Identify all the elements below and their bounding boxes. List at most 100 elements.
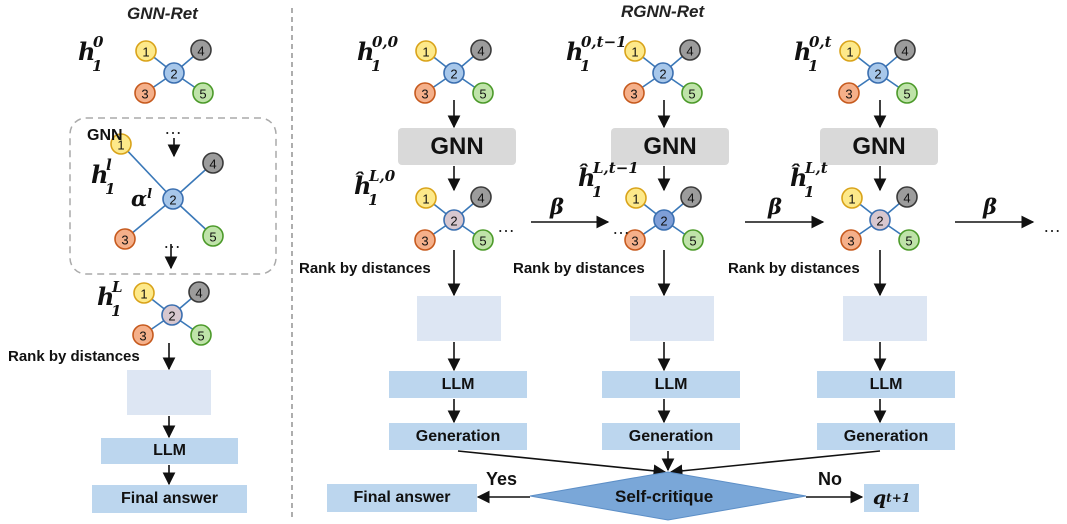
col3-generation-box: Generation	[817, 423, 955, 450]
left-graph-l-node-5	[202, 225, 224, 247]
left-title: GNN-Ret	[127, 4, 198, 23]
col1-graph-gnn-node-2-label: 2	[450, 214, 457, 229]
alpha-label: αl	[131, 186, 153, 211]
col3-to-critique	[669, 450, 881, 478]
gnn-region	[69, 117, 277, 275]
col2-graph-gnn-node-4-label: 4	[687, 191, 694, 206]
left-graph-l-node-2-label: 2	[169, 193, 176, 208]
self-critique-diamond	[529, 471, 807, 521]
left-graph-l-node-1-label: 1	[117, 138, 124, 153]
self-critique-label: Self-critique	[615, 487, 714, 506]
col1-graph-gnn-node-3	[414, 229, 436, 251]
col1-graph-input-node-5	[472, 82, 494, 104]
col3-llm-box: LLM	[817, 371, 955, 398]
col3-graph-input-node-1	[839, 40, 861, 62]
no-label: No	[818, 469, 842, 489]
col2-graph-gnn-node-1	[625, 187, 647, 209]
col2-graph-input-node-2-label: 2	[659, 67, 666, 82]
left-final-answer-box: Final answer	[92, 485, 247, 513]
col1-graph-input-node-1	[415, 40, 437, 62]
left-graph-L-node-5	[190, 324, 212, 346]
col3-graph-input-node-2	[867, 62, 889, 84]
col1-graph-input-node-4-label: 4	[477, 44, 484, 59]
left-doc-box	[127, 370, 211, 415]
col1-graph-gnn-node-5-label: 5	[479, 234, 486, 249]
col2-graph-gnn-node-2	[653, 209, 675, 231]
col1-graph-gnn-node-4	[470, 186, 492, 208]
col3-graph-input-node-2-label: 2	[874, 67, 881, 82]
col2-graph-input-node-3	[623, 82, 645, 104]
col3-graph-input-node-5	[896, 82, 918, 104]
right-title: RGNN-Ret	[621, 2, 705, 21]
col2-ellipsis: …	[612, 218, 630, 238]
col3-graph-gnn-node-1	[841, 187, 863, 209]
col1-graph-gnn-node-5	[472, 229, 494, 251]
left-graph-l-node-4	[202, 152, 224, 174]
col1-rank-label: Rank by distances	[299, 260, 431, 277]
col3-graph-input-node-4	[894, 39, 916, 61]
left-graph-L-node-2	[161, 304, 183, 326]
col3-rank-label: Rank by distances	[728, 260, 860, 277]
beta-label-2: β	[768, 194, 782, 219]
left-graph-0-node-2-label: 2	[170, 67, 177, 82]
left-top-ellipsis: …	[164, 118, 182, 138]
left-graph-l-node-3-label: 3	[121, 233, 128, 248]
col3-graph-input-node-3-label: 3	[845, 87, 852, 102]
col2-rank-label: Rank by distances	[513, 260, 645, 277]
left-graph-0-node-5	[192, 82, 214, 104]
col3-gnn-box: GNN	[820, 128, 938, 165]
col1-generation-box: Generation	[389, 423, 527, 450]
left-graph-0-node-1-label: 1	[142, 45, 149, 60]
col1-graph-input-node-4	[470, 39, 492, 61]
col1-ellipsis: …	[497, 216, 515, 236]
beta-label-1: β	[550, 194, 564, 219]
col2-graph-input-node-5	[681, 82, 703, 104]
left-graph-0-node-3-label: 3	[141, 87, 148, 102]
left-graph-L-node-1-label: 1	[140, 287, 147, 302]
col1-graph-input-node-3-label: 3	[421, 87, 428, 102]
left-llm-box: LLM	[101, 438, 238, 464]
left-graph-L-node-3	[132, 324, 154, 346]
col3-graph-gnn-node-3-label: 3	[847, 234, 854, 249]
left-graph-0-node-4	[190, 39, 212, 61]
col3-graph-input-node-1-label: 1	[846, 45, 853, 60]
left-rank-label: Rank by distances	[8, 348, 140, 365]
col3-graph-input-node-4-label: 4	[901, 44, 908, 59]
left-graph-0-node-4-label: 4	[197, 44, 204, 59]
col2-generation-box: Generation	[602, 423, 740, 450]
col2-graph-gnn-node-2-label: 2	[660, 214, 667, 229]
col2-graph-gnn-node-1-label: 1	[632, 192, 639, 207]
col1-graph-input: 1 4 3 5 2	[414, 39, 494, 104]
col1-graph-input-node-3	[414, 82, 436, 104]
left-graph-l-edge-1	[120, 143, 174, 200]
col1-graph-input-node-2	[443, 62, 465, 84]
left-graph-L-node-4	[188, 281, 210, 303]
left-graph-l-node-3	[114, 228, 136, 250]
col1-llm-box: LLM	[389, 371, 527, 398]
left-bottom-ellipsis: …	[163, 232, 181, 252]
col1-graph-input-node-2-label: 2	[450, 67, 457, 82]
col2-graph-gnn-node-4	[680, 186, 702, 208]
left-gnn-label: GNN	[87, 127, 123, 144]
col2-graph-gnn-node-3-label: 3	[631, 234, 638, 249]
left-graph-l-node-2	[162, 188, 184, 210]
col3-graph-gnn-node-3	[840, 229, 862, 251]
col1-graph-input-node-5-label: 5	[479, 87, 486, 102]
col2-graph-input-node-1	[624, 40, 646, 62]
col1-graph-input-node-1-label: 1	[422, 45, 429, 60]
left-graph-L-node-4-label: 4	[195, 286, 202, 301]
col1-graph-gnn-node-1	[415, 187, 437, 209]
